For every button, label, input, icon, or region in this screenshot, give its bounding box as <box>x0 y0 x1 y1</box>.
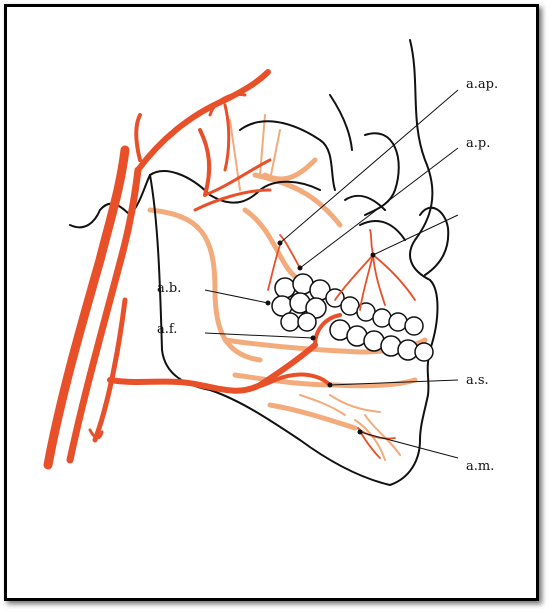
dot-a-m <box>358 430 363 435</box>
label-a-ap: a.ap. <box>466 77 498 92</box>
dot-a-b <box>266 301 271 306</box>
label-a-m: a.m. <box>466 459 494 474</box>
label-a-s: a.s. <box>466 373 489 388</box>
dot-right <box>371 253 376 258</box>
dot-a-p <box>298 266 303 271</box>
dot-a-ap <box>278 241 283 246</box>
label-a-b: a.b. <box>157 281 181 296</box>
label-a-f: a.f. <box>157 322 177 337</box>
face-outline <box>70 40 448 485</box>
label-a-p: a.p. <box>466 136 490 151</box>
dot-a-s <box>328 383 333 388</box>
dot-a-f <box>311 336 316 341</box>
arteries <box>48 72 340 465</box>
